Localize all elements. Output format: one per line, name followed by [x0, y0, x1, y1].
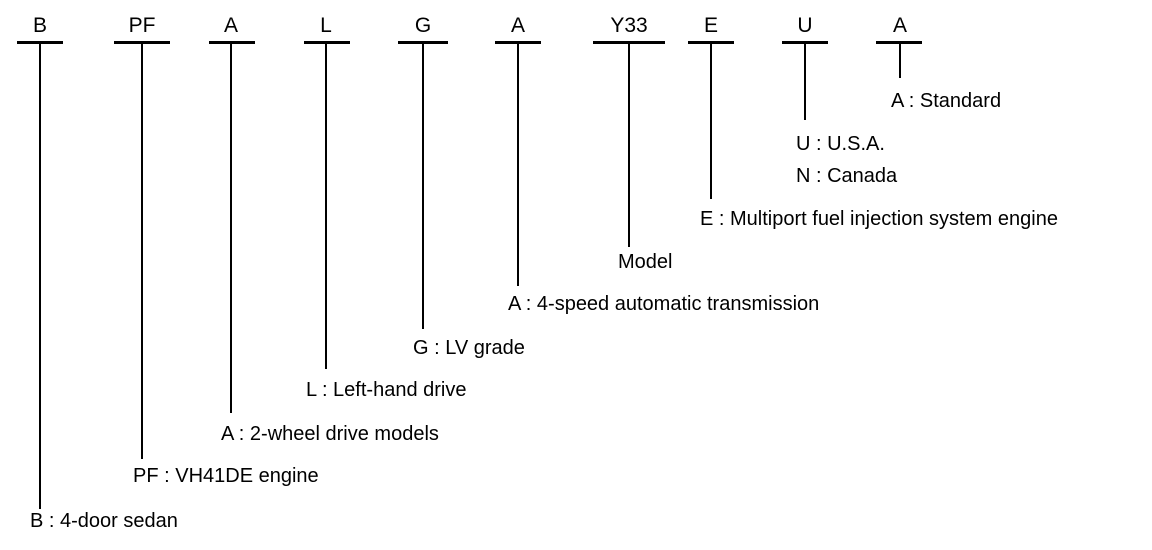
- code-underline-a-drive: [209, 41, 255, 44]
- code-letter-g: G: [414, 14, 432, 37]
- code-letter-y33: Y33: [610, 14, 648, 37]
- code-letter-a-standard: A: [892, 14, 908, 37]
- description-e: E : Multiport fuel injection system engi…: [700, 208, 1058, 230]
- leader-line-l: [325, 41, 327, 369]
- leader-line-a-drive: [230, 41, 232, 413]
- description-b: B : 4-door sedan: [30, 510, 178, 532]
- code-letter-b: B: [32, 14, 48, 37]
- leader-line-pf: [141, 41, 143, 459]
- code-letter-u: U: [797, 14, 813, 37]
- description-l: L : Left-hand drive: [306, 379, 467, 401]
- description-u-canada: N : Canada: [796, 165, 898, 187]
- leader-line-a-trans: [517, 41, 519, 286]
- leader-line-y33: [628, 41, 630, 247]
- code-letter-pf: PF: [128, 14, 156, 37]
- code-letter-l: L: [320, 14, 332, 37]
- leader-line-e: [710, 41, 712, 199]
- description-pf: PF : VH41DE engine: [133, 465, 319, 487]
- description-a-drive: A : 2-wheel drive models: [221, 423, 439, 445]
- code-letter-e: E: [703, 14, 719, 37]
- leader-line-g: [422, 41, 424, 329]
- description-a-standard: A : Standard: [891, 90, 1002, 112]
- description-g: G : LV grade: [413, 337, 525, 359]
- code-letter-a-trans: A: [510, 14, 526, 37]
- leader-line-u: [804, 41, 806, 120]
- description-y33: Model: [618, 251, 673, 273]
- description-u-usa: U : U.S.A.: [796, 133, 885, 155]
- leader-line-a-standard: [899, 41, 901, 78]
- description-a-trans: A : 4-speed automatic transmission: [508, 293, 820, 315]
- code-underline-l: [304, 41, 350, 44]
- leader-line-b: [39, 41, 41, 509]
- code-letter-a-drive: A: [223, 14, 239, 37]
